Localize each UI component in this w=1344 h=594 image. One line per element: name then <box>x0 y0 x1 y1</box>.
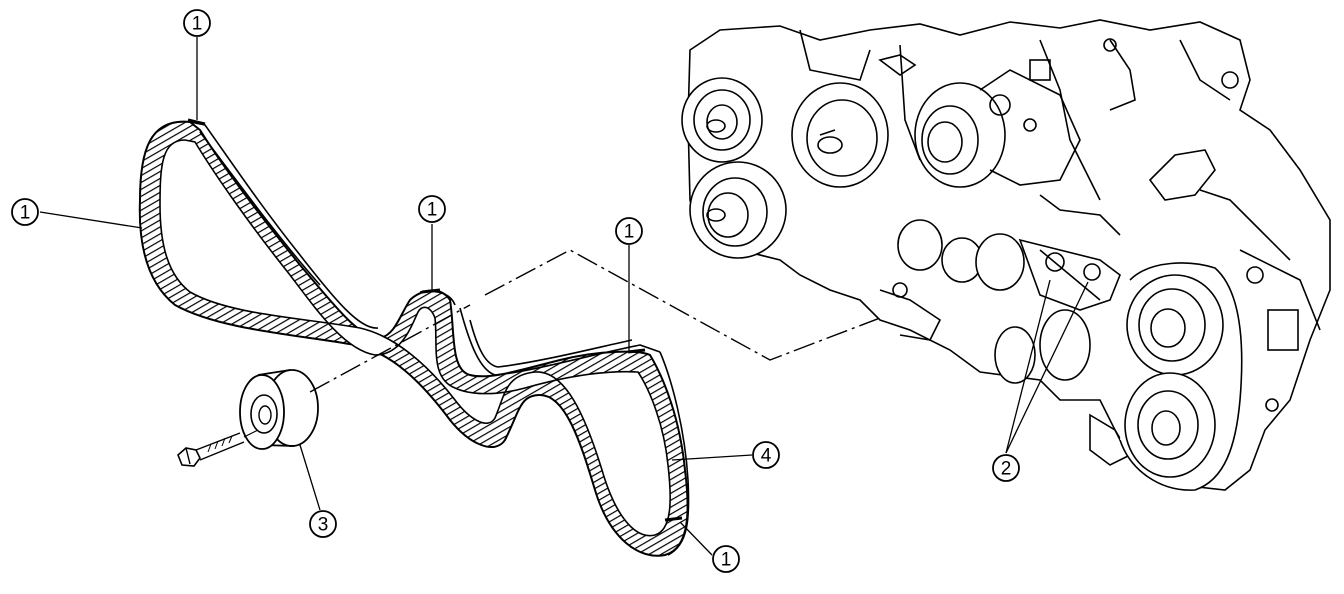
callout-c4: 4 <box>752 441 780 469</box>
callout-c1d: 1 <box>615 217 643 245</box>
callout-c1e: 1 <box>712 545 740 573</box>
callout-c3: 3 <box>309 510 337 538</box>
callout-c1b: 1 <box>11 198 39 226</box>
engine-block <box>681 19 1331 491</box>
callout-c1c: 1 <box>418 195 446 223</box>
callout-label: 1 <box>20 203 31 224</box>
callout-label: 2 <box>1001 459 1012 480</box>
callout-label: 1 <box>192 14 203 35</box>
timing-belt <box>138 118 690 557</box>
callout-label: 1 <box>721 550 732 571</box>
callout-c1a: 1 <box>183 9 211 37</box>
callout-label: 1 <box>427 200 438 221</box>
idler-pulley <box>239 369 319 450</box>
callout-label: 4 <box>761 446 772 467</box>
callout-label: 1 <box>624 222 635 243</box>
leader-lines <box>39 37 1089 556</box>
mounting-bolt <box>177 429 259 467</box>
callout-label: 3 <box>318 515 329 536</box>
callout-c2: 2 <box>992 454 1020 482</box>
